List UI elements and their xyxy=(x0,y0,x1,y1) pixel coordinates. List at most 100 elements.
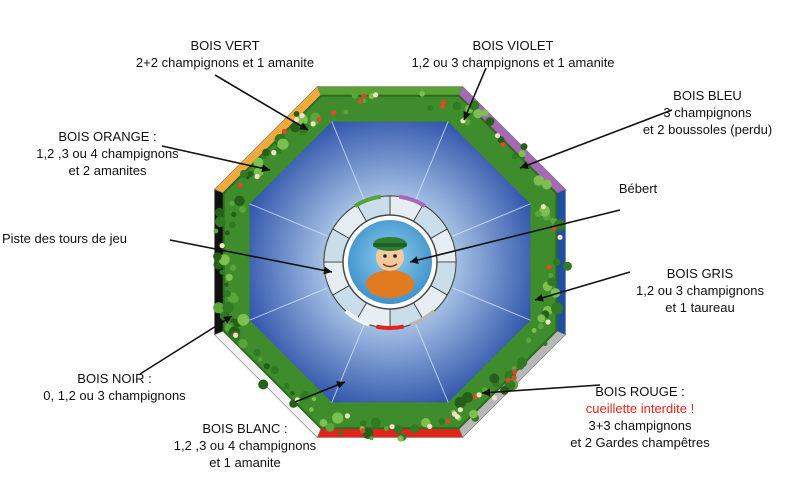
leaf xyxy=(213,302,225,314)
leaf xyxy=(511,153,518,160)
mushroom xyxy=(331,110,337,116)
arrow-line xyxy=(139,315,233,375)
mushroom xyxy=(500,142,506,148)
arrow-head xyxy=(535,293,544,302)
label-bois-vert: BOIS VERT 2+2 champignons et 1 amanite xyxy=(135,38,315,70)
mushroom xyxy=(310,121,316,127)
mushroom xyxy=(557,234,563,240)
sector-divider xyxy=(452,203,531,237)
leaf xyxy=(533,175,544,186)
leaf xyxy=(237,313,250,326)
leaf xyxy=(452,102,461,111)
mushroom xyxy=(445,418,451,424)
mushroom xyxy=(299,112,305,119)
leaf xyxy=(520,143,528,151)
mushroom xyxy=(316,116,322,122)
leaf xyxy=(343,109,349,115)
leaf xyxy=(548,273,554,279)
warning-text: cueillette interdite ! xyxy=(585,401,695,416)
arrow-head xyxy=(410,256,419,264)
leaf xyxy=(369,436,374,441)
leaf xyxy=(559,224,565,231)
track-accent xyxy=(353,194,382,208)
arrow-head xyxy=(261,164,270,173)
arrow-line xyxy=(169,239,333,273)
mushroom xyxy=(495,133,501,139)
leaf xyxy=(234,195,245,206)
mushroom xyxy=(540,204,546,210)
label-bois-noir: BOIS NOIR : 0, 1,2 ou 3 champignons xyxy=(43,371,186,403)
leaf xyxy=(253,348,261,357)
leaf xyxy=(541,179,552,190)
mushroom xyxy=(254,173,260,180)
mushroom xyxy=(546,264,552,270)
label-bois-bleu: BOIS BLEU 3 champignons et 2 boussoles (… xyxy=(642,88,773,137)
leaf xyxy=(552,258,561,266)
leaf xyxy=(222,302,234,314)
arrow-line xyxy=(519,109,673,169)
leaf xyxy=(231,211,237,217)
sector-divider xyxy=(331,324,365,403)
mushroom xyxy=(344,413,350,419)
callout-arrows xyxy=(139,67,673,403)
arrow-line xyxy=(161,145,271,171)
leaf xyxy=(517,357,528,368)
leaf xyxy=(223,290,231,298)
mushroom xyxy=(294,117,300,123)
leaf xyxy=(277,138,289,150)
sector-divider xyxy=(415,324,449,403)
arrow-line xyxy=(214,74,309,131)
leaf xyxy=(542,341,548,347)
arrow-head xyxy=(299,122,308,130)
leaf xyxy=(526,337,532,343)
leaf xyxy=(362,98,367,104)
leaf xyxy=(311,396,317,402)
leaf xyxy=(332,412,344,424)
leaf xyxy=(535,210,542,218)
mushroom xyxy=(360,428,366,434)
leaf xyxy=(224,282,229,287)
sector-divider xyxy=(331,121,365,200)
mushroom xyxy=(511,369,518,375)
sector-divider xyxy=(249,287,328,321)
arrow-line xyxy=(481,384,601,394)
leaf xyxy=(397,435,404,442)
leaf xyxy=(290,391,295,396)
track-accent xyxy=(409,309,436,327)
arrow-line xyxy=(409,209,621,263)
leaf xyxy=(537,314,546,323)
turn-track-cells xyxy=(323,194,457,330)
mushroom xyxy=(457,407,463,413)
mushroom xyxy=(389,424,395,430)
arrow-line xyxy=(294,381,346,403)
leaf xyxy=(283,383,290,390)
arrow-line xyxy=(534,271,631,301)
track-accent xyxy=(344,309,371,327)
label-bois-violet: BOIS VIOLET 1,2 ou 3 champignons et 1 am… xyxy=(411,38,615,70)
mushroom xyxy=(441,99,447,105)
leaf xyxy=(239,206,246,213)
leaf xyxy=(360,420,367,427)
leaf xyxy=(253,157,264,168)
leaf xyxy=(299,131,304,136)
leaf xyxy=(393,425,403,434)
leaf xyxy=(368,93,375,100)
arrow-head xyxy=(520,161,529,169)
leaf xyxy=(214,207,224,217)
leaf xyxy=(497,136,505,144)
label-bois-gris: BOIS GRIS 1,2 ou 3 champignons et 1 taur… xyxy=(636,266,764,315)
leaf xyxy=(293,111,300,117)
leaf xyxy=(489,373,500,384)
label-bebert: Bébert xyxy=(618,181,658,196)
leaf xyxy=(563,261,572,271)
mushroom xyxy=(233,332,239,338)
leaf xyxy=(518,150,526,158)
leaf xyxy=(309,407,314,412)
leaf xyxy=(215,216,226,228)
leaf xyxy=(262,148,270,157)
track-accent xyxy=(375,324,405,330)
leaf xyxy=(500,385,509,395)
mushroom xyxy=(281,128,287,134)
